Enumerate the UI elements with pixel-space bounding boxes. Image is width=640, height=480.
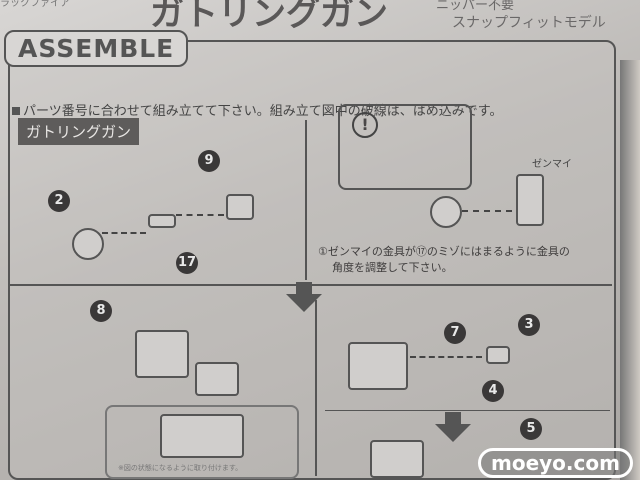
note-line1: ①ゼンマイの金具が⑰のミゾにはまるように金具の <box>318 245 570 258</box>
page-edge <box>620 60 640 480</box>
gear-assembly-part <box>430 196 462 228</box>
gun-body-part <box>348 342 408 390</box>
warning-icon: ! <box>352 112 378 138</box>
gun-body-part <box>370 440 424 478</box>
divider-horizontal-small <box>325 410 610 411</box>
divider-vertical-bottom <box>315 300 317 476</box>
cap-part <box>226 194 254 220</box>
down-arrow-icon <box>435 424 471 442</box>
note-line2: 角度を調整して下さい。 <box>332 261 453 274</box>
part-number-3: 3 <box>518 314 540 336</box>
assembled-gun-part <box>160 414 244 458</box>
dashed-guide <box>410 356 482 358</box>
corner-text: ラックファイア <box>0 0 70 9</box>
gear-assembly-part <box>195 362 239 396</box>
warning-box <box>338 104 472 190</box>
part-number-5: 5 <box>520 418 542 440</box>
arrow-stem <box>445 412 461 424</box>
inset-diagram <box>105 405 299 479</box>
divider-vertical-top <box>305 120 307 280</box>
down-arrow-icon <box>286 294 322 312</box>
dashed-guide <box>176 214 224 216</box>
part-number-7: 7 <box>444 322 466 344</box>
dashed-guide <box>462 210 512 212</box>
dashed-guide <box>102 232 146 234</box>
watermark-logo: moeyo.com <box>478 448 633 478</box>
product-title: ガトリングガン <box>150 0 388 34</box>
part-number-17: 17 <box>176 252 198 274</box>
part-number-4: 4 <box>482 380 504 402</box>
spring-label: ゼンマイ <box>532 159 572 170</box>
shaft-part <box>148 214 176 228</box>
subtitle-line2: スナップフィットモデル <box>452 15 606 31</box>
part-number-8: 8 <box>90 300 112 322</box>
part-number-2: 2 <box>48 190 70 212</box>
part-number-9: 9 <box>198 150 220 172</box>
subtitle-line1: ニッパー不要 <box>436 0 515 13</box>
gun-body-part <box>135 330 189 378</box>
adjust-note: ①ゼンマイの金具が⑰のミゾにはまるように金具の角度を調整して下さい。 <box>318 244 608 276</box>
assemble-tab: ASSEMBLE <box>4 30 189 67</box>
step-label: ガトリングガン <box>18 118 140 145</box>
gear-part <box>72 228 104 260</box>
spring-part <box>516 174 544 226</box>
arrow-stem <box>296 282 312 294</box>
inset-caption: ※図の状態になるように取り付けます。 <box>118 464 243 472</box>
barrel-part <box>486 346 510 364</box>
instruction-text: パーツ番号に合わせて組み立てて下さい。組み立て図中の破線は、はめ込みです。 <box>12 100 502 119</box>
